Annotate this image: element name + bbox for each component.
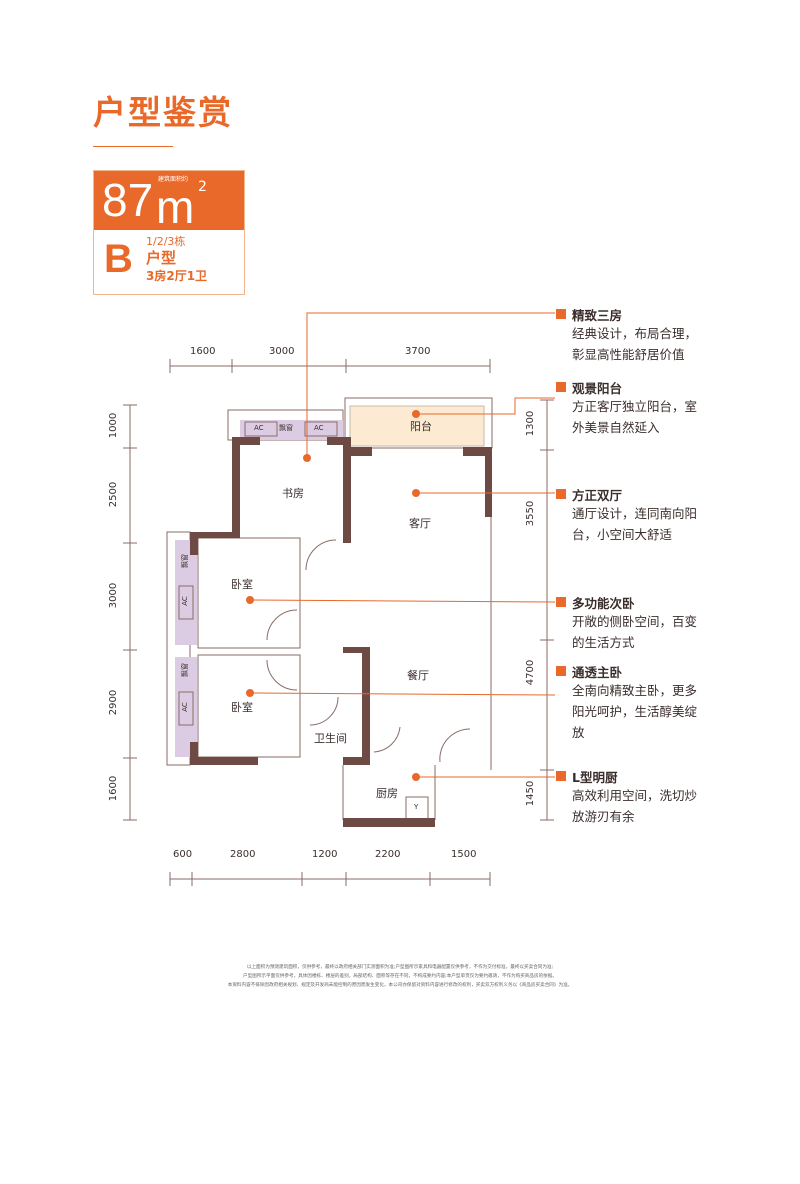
annotation-marker	[556, 382, 566, 392]
bay-window-bedroom2	[175, 657, 197, 757]
room-label-bedroom1: 卧室	[231, 578, 253, 591]
disclaimer-line: 以上面积为预测建筑面积，仅供参考，最终以政府相关部门实测面积为准;户型图所示家具…	[246, 965, 554, 970]
annotation-marker	[556, 771, 566, 781]
annotation-marker	[556, 666, 566, 676]
outline-lines	[166, 397, 493, 820]
dim-right-1: 1300	[525, 410, 537, 437]
annotation-title: 精致三房	[572, 308, 623, 323]
room-label-living: 客厅	[409, 517, 431, 530]
buildings: 1/2/3栋	[146, 235, 186, 248]
dim-bottom-5: 1500	[451, 849, 477, 860]
dimension-lines	[123, 359, 554, 886]
dim-bottom-1: 600	[173, 849, 193, 860]
annotation-desc: 方正客厅独立阳台，室外美景自然延入	[572, 399, 698, 435]
dim-left-5: 1600	[108, 775, 120, 802]
annotation-title: 多功能次卧	[572, 596, 635, 611]
disclaimer: 以上面积为预测建筑面积，仅供参考，最终以政府相关部门实测面积为准;户型图所示家具…	[100, 963, 700, 990]
area-banner	[94, 171, 244, 230]
annotation-desc: 开敞的侧卧空间，百变的生活方式	[572, 614, 698, 650]
disclaimer-line: 户型图所示平面仅供参考，具体因楼栋、楼层的差别，局部结构、面积等存在不同，不构成…	[243, 974, 557, 979]
dim-top-3: 3700	[405, 346, 431, 357]
area-label: 建筑面积约	[158, 176, 189, 183]
dim-left-2: 2500	[108, 481, 120, 508]
dim-right-4: 1450	[525, 780, 537, 807]
annotation-marker	[556, 309, 566, 319]
room-markers	[246, 410, 420, 781]
room-label-study: 书房	[282, 487, 304, 500]
area-unit-sup: 2	[198, 179, 207, 195]
leader-lines	[249, 312, 556, 778]
annotation-title: 通透主卧	[572, 665, 623, 680]
bay-window-label: 飘窗	[181, 554, 189, 568]
annotation-title: L型明厨	[572, 770, 618, 785]
walls	[190, 437, 492, 827]
annotation-title: 观景阳台	[572, 381, 623, 396]
dim-right-3: 4700	[525, 659, 537, 686]
ac-label: AC	[314, 424, 324, 432]
annotation-title: 方正双厅	[572, 488, 623, 503]
unit-type-letter: B	[104, 237, 133, 281]
room-label-kitchen: 厨房	[376, 787, 398, 800]
dim-bottom-3: 1200	[312, 849, 338, 860]
room-label-dining: 餐厅	[407, 669, 429, 682]
dim-top-2: 3000	[269, 346, 295, 357]
dim-left-1: 1000	[108, 412, 120, 439]
dim-top-1: 1600	[190, 346, 216, 357]
annotation-desc: 经典设计，布局合理，彰显高性能舒居价值	[572, 326, 698, 362]
unit-info-card: 87 m 2 建筑面积约 B 1/2/3栋 户型 3房2厅1卫	[93, 170, 245, 295]
disclaimer-line: 本资料内容不排除因政府相关规划、规定及开发商未能控制的原因而发生变化，本公司亦保…	[227, 983, 573, 988]
annotation-desc: 高效利用空间，洗切炒放游刃有余	[572, 788, 698, 824]
page-title: 户型鉴赏	[93, 93, 233, 132]
room-label-balcony: 阳台	[410, 420, 432, 433]
dim-left-3: 3000	[108, 582, 120, 609]
bay-window-label: 飘窗	[181, 663, 189, 677]
room-label-bathroom: 卫生间	[314, 732, 347, 745]
dim-bottom-2: 2800	[230, 849, 256, 860]
unit-layout: 3房2厅1卫	[146, 269, 208, 283]
bay-window-label: 飘窗	[279, 424, 293, 432]
annotation-desc: 通厅设计，连同南向阳台，小空间大舒适	[572, 506, 698, 542]
dim-right-2: 3550	[525, 500, 537, 527]
title-divider	[93, 146, 173, 147]
dim-left-4: 2900	[108, 689, 120, 716]
area-unit: m	[156, 181, 195, 233]
unit-type-label: 户型	[146, 249, 177, 267]
room-label-bedroom2: 卧室	[231, 701, 253, 714]
ac-label: AC	[180, 596, 189, 606]
area-value: 87	[102, 174, 154, 226]
ac-label: AC	[254, 424, 264, 432]
ac-label: AC	[180, 702, 189, 712]
dim-bottom-4: 2200	[375, 849, 401, 860]
bay-window-top	[240, 420, 343, 440]
annotation-marker	[556, 597, 566, 607]
annotation-marker	[556, 489, 566, 499]
annotation-desc: 全南向精致主卧，更多阳光呵护，生活醇美绽放	[572, 683, 698, 740]
flue-label: Y	[414, 803, 419, 811]
